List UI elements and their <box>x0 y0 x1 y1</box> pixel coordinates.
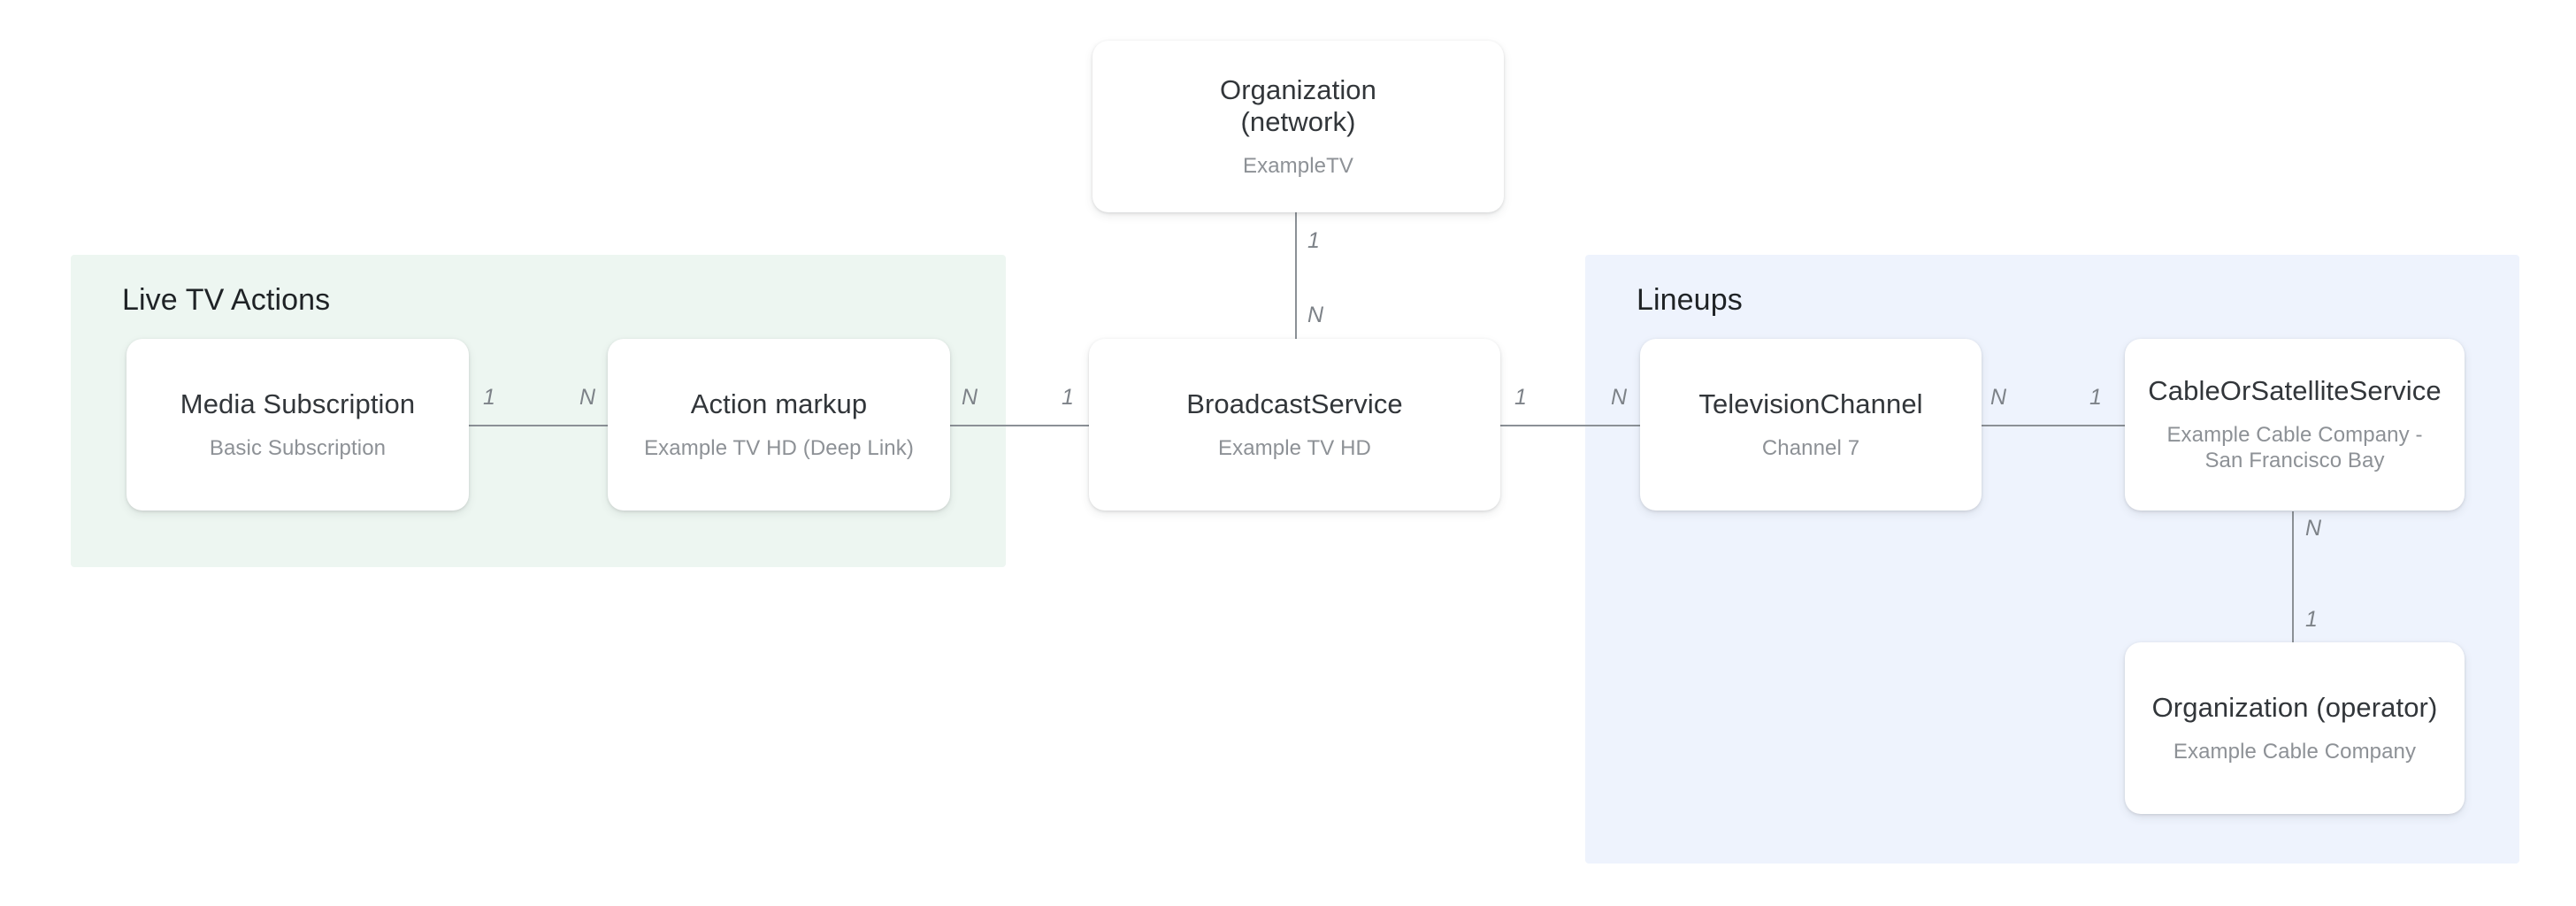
edge-action-markup-to-broadcast-service <box>947 425 1092 426</box>
node-cable-or-satellite-service-subtitle: Example Cable Company - San Francisco Ba… <box>2166 423 2423 473</box>
node-television-channel-title: TelevisionChannel <box>1698 388 1923 420</box>
node-cable-or-satellite-service-title: CableOrSatelliteService <box>2148 375 2442 407</box>
node-organization-network-subtitle: ExampleTV <box>1243 153 1353 178</box>
edge-label-cable-or-satellite-service-to-organization-operator-to: 1 <box>2305 607 2318 632</box>
edge-television-channel-to-cable-or-satellite-service <box>1978 425 2125 426</box>
node-television-channel[interactable]: TelevisionChannel Channel 7 <box>1640 339 1982 511</box>
node-cable-or-satellite-service[interactable]: CableOrSatelliteService Example Cable Co… <box>2125 339 2465 511</box>
node-broadcast-service-subtitle: Example TV HD <box>1218 435 1371 460</box>
edge-label-action-markup-to-broadcast-service-to: 1 <box>1062 385 1074 410</box>
edge-broadcast-service-to-television-channel <box>1500 425 1644 426</box>
group-live-tv-actions-title: Live TV Actions <box>122 283 331 317</box>
node-broadcast-service[interactable]: BroadcastService Example TV HD <box>1089 339 1500 511</box>
node-media-subscription-title: Media Subscription <box>180 388 416 420</box>
edge-label-television-channel-to-cable-or-satellite-service-from: N <box>1990 385 2007 410</box>
edge-label-broadcast-service-to-television-channel-from: 1 <box>1514 385 1527 410</box>
node-organization-operator[interactable]: Organization (operator) Example Cable Co… <box>2125 642 2465 814</box>
node-action-markup-subtitle: Example TV HD (Deep Link) <box>644 435 914 460</box>
edge-label-organization-network-to-broadcast-service-to: N <box>1307 303 1324 327</box>
edge-label-television-channel-to-cable-or-satellite-service-to: 1 <box>2089 385 2102 410</box>
node-action-markup-title: Action markup <box>690 388 868 420</box>
node-broadcast-service-title: BroadcastService <box>1186 388 1403 420</box>
edge-organization-network-to-broadcast-service <box>1295 212 1297 342</box>
node-organization-network-title: Organization (network) <box>1220 74 1376 137</box>
edge-label-organization-network-to-broadcast-service-from: 1 <box>1307 228 1320 253</box>
node-media-subscription[interactable]: Media Subscription Basic Subscription <box>126 339 469 511</box>
edge-label-cable-or-satellite-service-to-organization-operator-from: N <box>2305 516 2322 541</box>
node-organization-network[interactable]: Organization (network) ExampleTV <box>1092 41 1504 212</box>
edge-label-media-subscription-to-action-markup-to: N <box>579 385 596 410</box>
node-media-subscription-subtitle: Basic Subscription <box>209 435 387 460</box>
group-lineups-title: Lineups <box>1637 283 1743 317</box>
node-television-channel-subtitle: Channel 7 <box>1761 435 1860 460</box>
node-organization-operator-subtitle: Example Cable Company <box>2173 739 2417 764</box>
edge-label-media-subscription-to-action-markup-from: 1 <box>483 385 495 410</box>
node-action-markup[interactable]: Action markup Example TV HD (Deep Link) <box>608 339 950 511</box>
edge-label-broadcast-service-to-television-channel-to: N <box>1611 385 1628 410</box>
edge-media-subscription-to-action-markup <box>467 425 612 426</box>
edge-cable-or-satellite-service-to-organization-operator <box>2292 511 2294 642</box>
node-organization-operator-title: Organization (operator) <box>2151 692 2438 724</box>
edge-label-action-markup-to-broadcast-service-from: N <box>962 385 978 410</box>
